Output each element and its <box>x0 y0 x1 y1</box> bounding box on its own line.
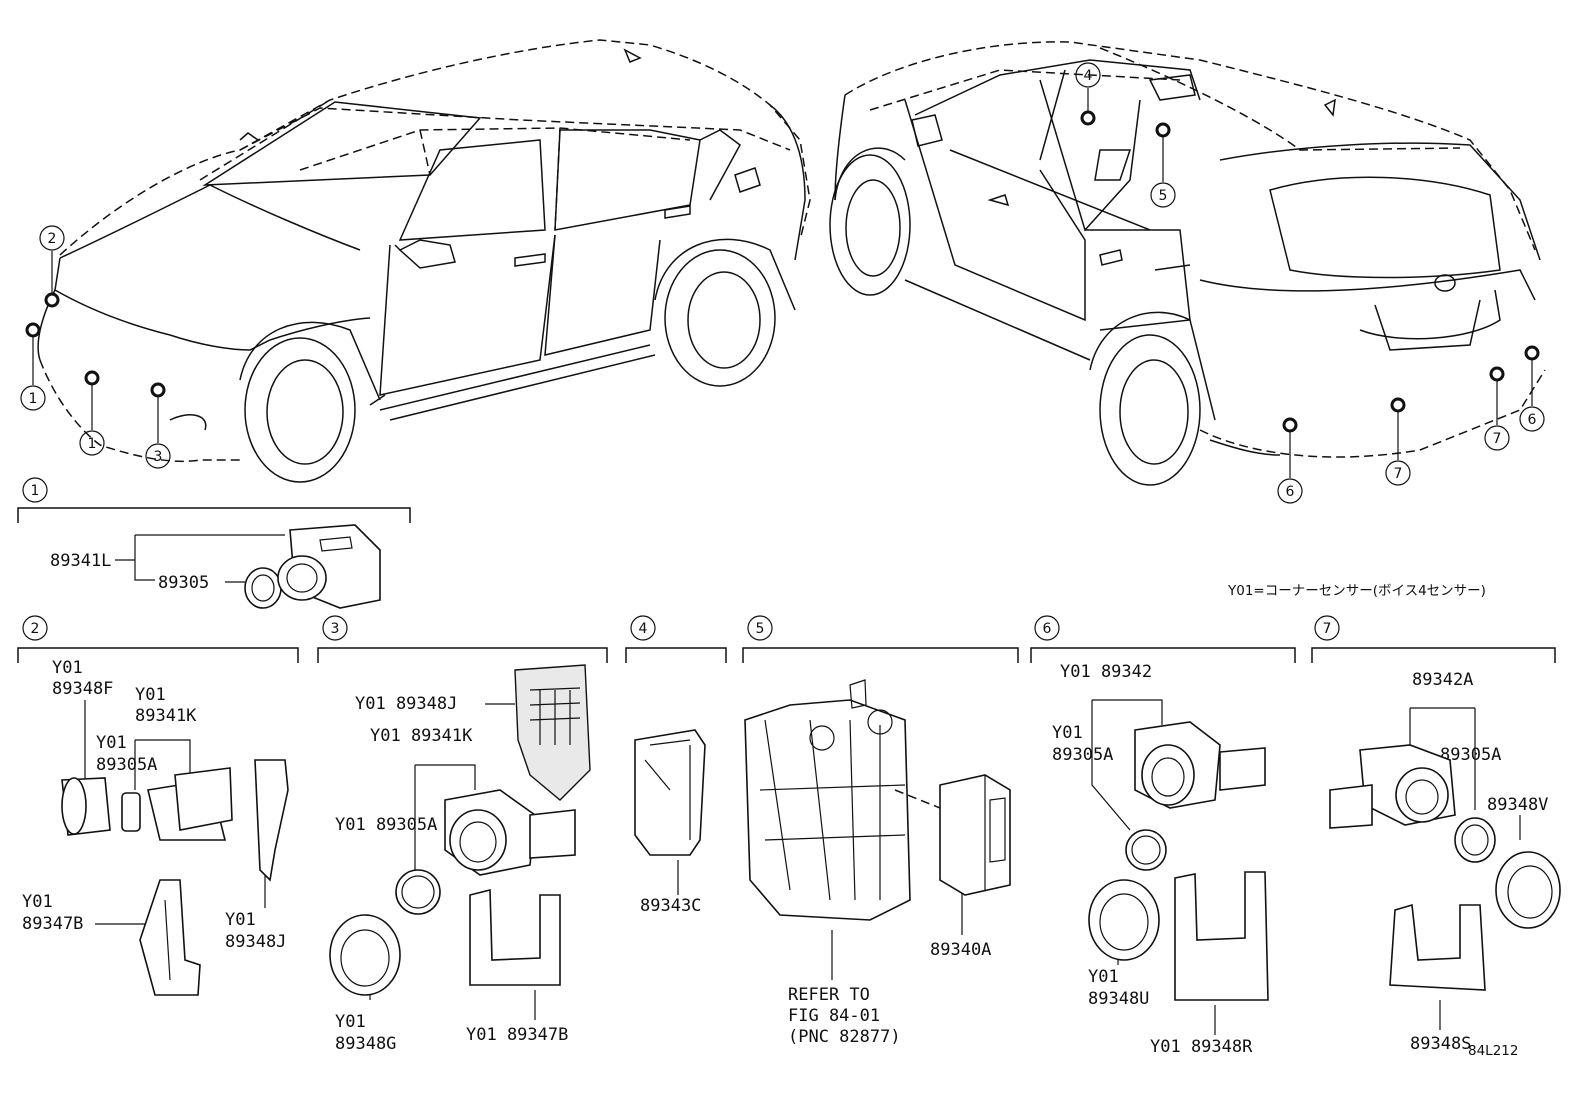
part-label: 89305A <box>1440 745 1501 765</box>
front-sensor-markers <box>25 292 166 398</box>
part-label: Y01 <box>1052 723 1083 743</box>
sensor-dot <box>84 370 100 386</box>
part-label: 89348G <box>335 1034 396 1054</box>
group-number: 4 <box>639 621 648 637</box>
part-label: Y01 <box>225 910 256 930</box>
group-7: 7 89342A 89305A 89348V 89348S <box>1311 615 1561 1054</box>
part-label: 89343C <box>640 896 701 916</box>
sensor-dot <box>1282 417 1298 433</box>
sensor-dot <box>1524 345 1540 361</box>
callout-number: 7 <box>1394 466 1403 482</box>
front-callouts: 2 1 1 3 <box>20 225 171 469</box>
sensor-dot <box>25 322 41 338</box>
sensor-dot <box>1390 397 1406 413</box>
callout-number: 5 <box>1159 188 1168 204</box>
part-label: Y01 <box>335 1012 366 1032</box>
part-label: 89348U <box>1088 989 1149 1009</box>
group-1: 1 89341L 89305 <box>17 477 411 609</box>
group-number: 7 <box>1323 621 1332 637</box>
sensor-dot <box>1080 110 1096 126</box>
part-label: Y01 89348R <box>1150 1037 1253 1057</box>
figure-code: 84L212 <box>1468 1043 1518 1059</box>
group-4: 4 89343C <box>625 615 727 916</box>
part-label: 89348J <box>225 932 286 952</box>
group-number: 3 <box>331 621 340 637</box>
part-label: 89340A <box>930 940 991 960</box>
callout-number: 3 <box>154 449 163 465</box>
part-label: (PNC 82877) <box>788 1027 901 1047</box>
callout-number: 1 <box>88 436 97 452</box>
part-label: Y01 <box>52 658 83 678</box>
group-2: 2 Y01 89348F Y01 89341K Y01 89305A Y01 8… <box>17 615 299 996</box>
part-label: Y01 89348J <box>355 694 457 714</box>
callout-number: 1 <box>29 391 38 407</box>
part-label: 89347B <box>22 914 83 934</box>
group-number: 1 <box>31 483 40 499</box>
sensor-dot <box>1155 122 1171 138</box>
callout-number: 6 <box>1286 484 1295 500</box>
group-6: 6 Y01 89342 Y01 89305A Y01 89348U Y01 89… <box>1030 615 1296 1057</box>
part-label: Y01 <box>1088 967 1119 987</box>
rear-sensor-markers <box>1080 110 1540 433</box>
part-label: 89305A <box>1052 745 1113 765</box>
part-label: Y01 89347B <box>466 1025 568 1045</box>
sensor-note: Y01=コーナーセンサー(ボイス4センサー) <box>1227 583 1486 599</box>
part-label: Y01 <box>135 685 166 705</box>
rear-callouts: 4 5 6 6 7 7 <box>1075 62 1545 504</box>
callout-number: 4 <box>1084 68 1093 84</box>
part-label: Y01 89342 <box>1060 662 1152 682</box>
part-label: REFER TO <box>788 985 870 1005</box>
part-label: 89341L <box>50 551 111 571</box>
part-label: Y01 89305A <box>335 815 437 835</box>
group-number: 6 <box>1043 621 1052 637</box>
part-label: Y01 <box>22 892 53 912</box>
part-label: 89305 <box>158 573 209 593</box>
group-5: 5 REFER TO FIG 84-01 (PNC 82877) 89340A <box>742 615 1019 1047</box>
sensor-part <box>244 524 381 609</box>
callout-number: 6 <box>1528 412 1537 428</box>
front-car-illustration <box>37 39 811 483</box>
part-label: 89341K <box>135 706 197 726</box>
part-label: 89342A <box>1412 670 1473 690</box>
group-number: 5 <box>756 621 765 637</box>
sensor-dot <box>44 292 60 308</box>
part-label: 89348F <box>52 679 113 699</box>
sensor-dot <box>1489 366 1505 382</box>
part-label: 89348S <box>1410 1034 1471 1054</box>
part-label: Y01 89341K <box>370 726 473 746</box>
sensor-dot <box>150 382 166 398</box>
group-3: 3 Y01 89348J Y01 89341K Y01 89305A Y01 8… <box>317 615 608 1054</box>
callout-number: 7 <box>1493 431 1502 447</box>
part-label: 89348V <box>1487 795 1548 815</box>
group-number: 2 <box>31 621 40 637</box>
callout-number: 2 <box>48 231 57 247</box>
part-label: FIG 84-01 <box>788 1006 880 1026</box>
part-label: Y01 <box>96 733 127 753</box>
part-label: 89305A <box>96 755 157 775</box>
rear-car-illustration <box>829 41 1546 486</box>
